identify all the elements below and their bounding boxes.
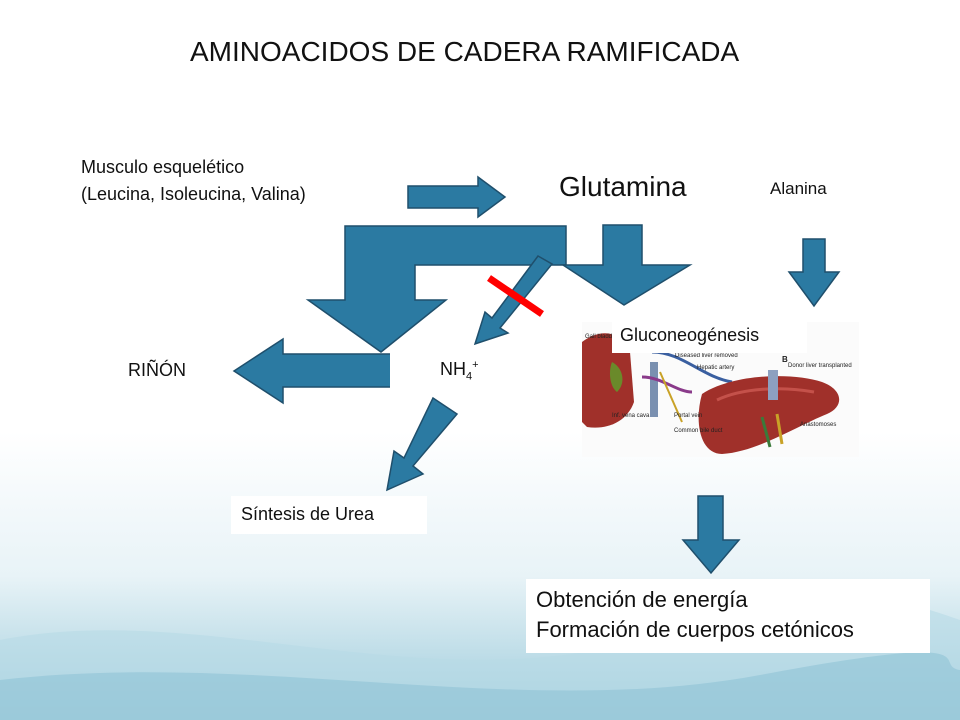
node-glutamina: Glutamina <box>549 164 714 212</box>
label-portal-vein: Portal vein <box>674 413 702 419</box>
nh4-superscript: + <box>472 359 479 371</box>
liver-illustration-card: Gall bladder removed Diseased liver remo… <box>582 322 859 457</box>
inhibition-mark <box>487 275 544 317</box>
node-energia: Obtención de energía Formación de cuerpo… <box>526 579 930 653</box>
node-sintesis-urea: Síntesis de Urea <box>231 496 427 534</box>
label-anastomoses: Anastomoses <box>800 422 836 428</box>
nh4-base: NH <box>440 359 466 379</box>
node-rinon: RIÑÓN <box>118 352 215 390</box>
energia-line-1: Obtención de energía <box>536 587 748 612</box>
label-donor-liver: Donor liver transplanted <box>788 363 852 369</box>
page-title: AMINOACIDOS DE CADERA RAMIFICADA <box>178 27 828 75</box>
node-gluconeogenesis: Gluconeogénesis <box>612 320 807 353</box>
arrow-nh4-to-rinon <box>232 337 393 405</box>
arrow-glutamina-bent-down <box>305 225 567 353</box>
arrow-glutamina-to-gluconeogenesis <box>560 224 693 306</box>
energia-line-2: Formación de cuerpos cetónicos <box>536 617 854 642</box>
muscle-line-1: Musculo esquelético <box>81 157 245 177</box>
label-common-bile-duct: Common bile duct <box>674 428 723 434</box>
label-diseased-liver: Diseased liver removed <box>675 353 738 359</box>
node-alanina: Alanina <box>762 171 882 209</box>
arrow-alanina-down <box>787 238 841 308</box>
node-musculo-esqueletico: Musculo esquelético (Leucina, Isoleucina… <box>73 150 398 214</box>
arrow-glutamina-to-nh4 <box>473 255 554 346</box>
label-hepatic-artery: Hepatic artery <box>697 365 734 371</box>
liver-illustration: Gall bladder removed Diseased liver remo… <box>582 333 852 454</box>
label-letter-b: B <box>782 355 788 364</box>
arrow-nh4-to-urea <box>386 396 459 492</box>
muscle-line-2: (Leucina, Isoleucina, Valina) <box>81 184 306 204</box>
arrow-muscle-to-glutamina <box>407 175 507 219</box>
node-nh4: NH4+ <box>390 352 496 390</box>
nh4-subscript: 4 <box>466 370 473 383</box>
arrow-to-energia <box>681 495 741 575</box>
label-inf-vena-cava: Inf. vena cava <box>612 413 650 419</box>
